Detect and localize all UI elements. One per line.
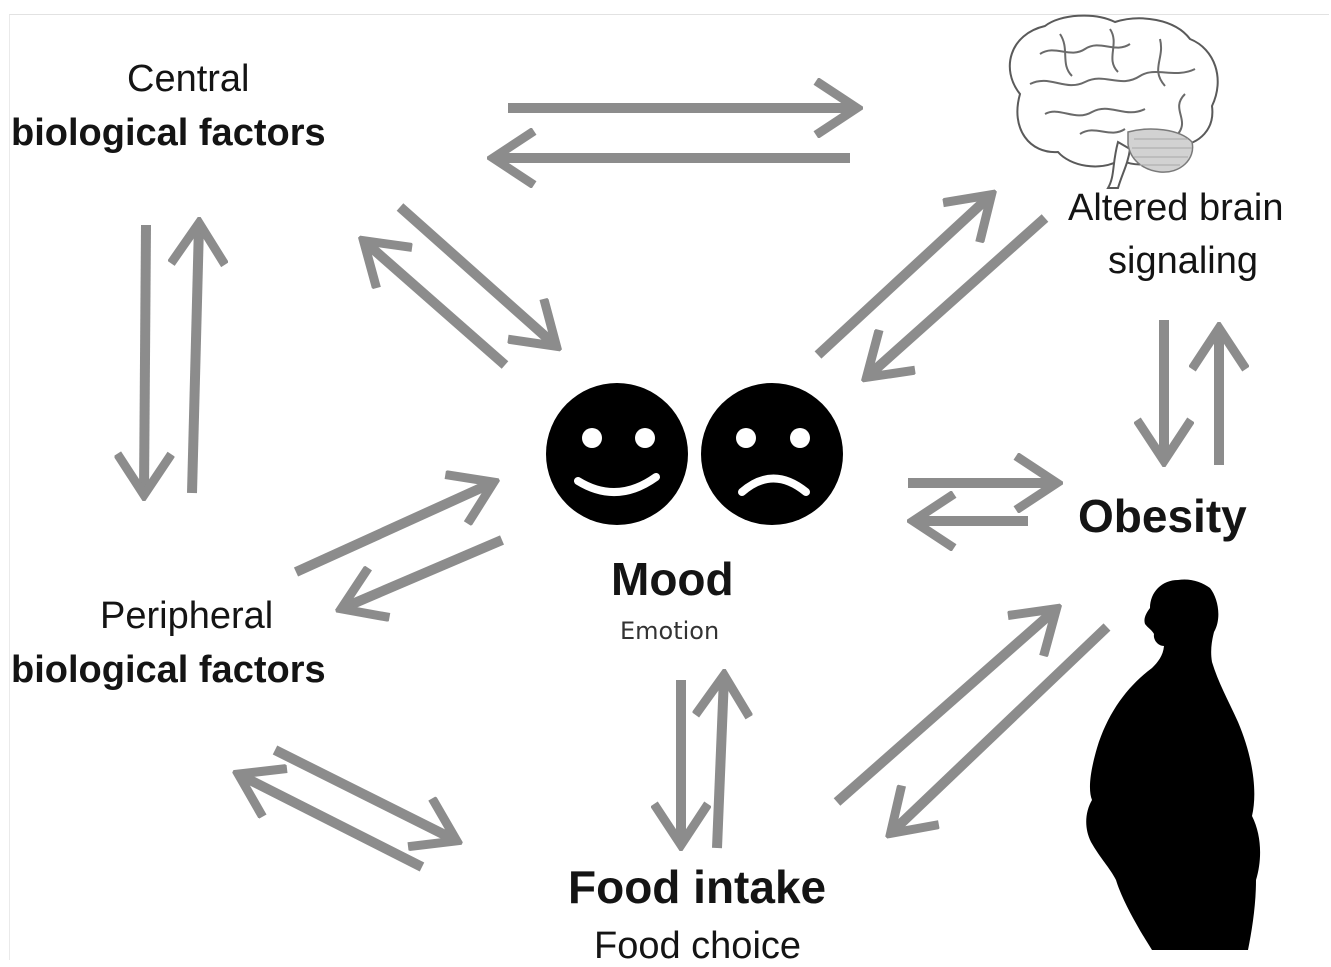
diagram-frame — [9, 14, 1329, 960]
arrow-food-to-periph — [240, 775, 425, 872]
brain-icon — [1008, 14, 1219, 189]
arrow-food-to-mood — [717, 677, 724, 849]
arrow-food-to-obesity — [833, 610, 1055, 806]
happy-face-icon — [546, 383, 688, 525]
food-intake-label: Food intake — [568, 861, 827, 913]
arrow-central-to-mood — [396, 203, 555, 345]
brain-label-line2: signaling — [1108, 240, 1258, 282]
peripheral-label-line2: biological factors — [11, 649, 326, 691]
arrow-periph-to-mood — [293, 483, 492, 577]
arrow-brain-to-mood — [868, 214, 1049, 376]
arrow-central-to-periph — [144, 224, 146, 493]
central-label-line1: Central — [127, 58, 250, 100]
food-choice-label: Food choice — [594, 925, 802, 967]
arrow-mood-to-brain — [814, 196, 990, 359]
mood-label: Mood — [611, 553, 734, 605]
obesity-label: Obesity — [1078, 490, 1247, 542]
arrow-mood-to-periph — [343, 535, 504, 608]
central-label-line2: biological factors — [11, 112, 326, 154]
obese-person-silhouette-icon — [1086, 579, 1261, 950]
arrow-mood-to-central — [365, 242, 509, 369]
arrows-group — [144, 108, 1219, 872]
arrow-periph-to-food — [272, 745, 455, 840]
peripheral-label-line1: Peripheral — [100, 595, 274, 637]
emotion-label: Emotion — [620, 617, 720, 645]
sad-face-icon — [701, 383, 843, 525]
brain-label-line1: Altered brain — [1068, 187, 1284, 229]
arrow-periph-to-central — [192, 225, 199, 494]
arrow-obesity-to-food — [892, 623, 1111, 832]
